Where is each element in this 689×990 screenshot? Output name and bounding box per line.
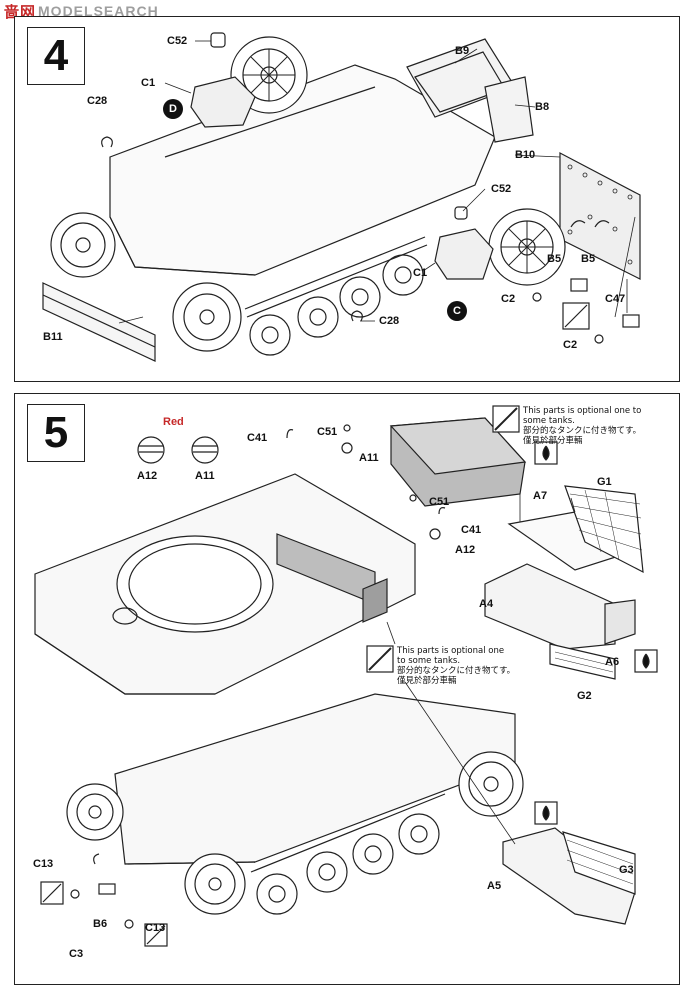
note-en2: some tanks. [523,416,575,426]
part-label-a7: A7 [533,490,548,502]
part-label-c1-right: C1 [413,267,428,279]
optional-note-middle: This parts is optional one to some tanks… [397,646,515,686]
part-label-a5: A5 [487,880,502,892]
part-label-c2: C2 [501,293,516,305]
part-label-c1: C1 [141,77,156,89]
part-label-c51-mid: C51 [429,496,450,508]
part-label-b9: B9 [455,45,470,57]
part-label-c52: C52 [167,35,188,47]
color-callout-red: Red [163,416,184,428]
part-label-c13-lower: C13 [145,922,166,934]
part-label-a6: A6 [605,656,620,668]
step-number: 5 [27,404,85,462]
watermark: 啬网 MODELSEARCH [4,2,159,21]
part-label-b6: B6 [93,918,108,930]
part-label-a4: A4 [479,598,494,610]
part-label-a11: A11 [195,470,215,482]
optional-note-top: This parts is optional one to some tanks… [523,406,641,446]
part-label-c28: C28 [87,95,108,107]
part-label-g1: G1 [597,476,612,488]
part-label-c52-right: C52 [491,183,512,195]
part-label-b11: B11 [43,331,63,343]
part-label-c41-mid: C41 [461,524,482,536]
note-en2: to some tanks. [397,656,461,666]
part-label-g3: G3 [619,864,634,876]
part-label-b5-right: B5 [581,253,596,265]
part-label-a11-box: A11 [359,452,379,464]
part-label-a12: A12 [137,470,158,482]
note-jp: 部分的なタンクに付き物てす。 [397,666,516,676]
part-label-b8: B8 [535,101,550,113]
part-label-c47: C47 [605,293,626,305]
part-label-c13: C13 [33,858,54,870]
part-label-c28-lower: C28 [379,315,400,327]
part-label-c3: C3 [69,948,84,960]
part-label-c51: C51 [317,426,338,438]
note-cn: 僅見於部分車輛 [523,436,583,446]
callout-d: D [163,99,183,119]
note-en: This parts is optional one to [523,406,642,416]
step-5-panel: 5 Red A12 A11 C41 C51 A11 A7 G1 C51 C41 … [14,393,680,985]
part-label-b5-left: B5 [547,253,562,265]
note-jp: 部分的なタンクに付き物てす。 [523,426,642,436]
part-label-b10: B10 [515,149,536,161]
step-4-panel: 4 C52 C1 D C28 B9 B8 B10 C52 C1 C B5 B5 … [14,16,680,382]
part-label-a12-mid: A12 [455,544,476,556]
callout-c: C [447,301,467,321]
watermark-en: MODELSEARCH [38,3,159,19]
step-number: 4 [27,27,85,85]
note-en: This parts is optional one [397,646,505,656]
part-label-c2-lower: C2 [563,339,578,351]
note-cn: 僅見於部分車輛 [397,676,457,686]
step-5-drawing [34,405,658,947]
part-label-c41: C41 [247,432,268,444]
part-label-g2: G2 [577,690,592,702]
step-4-drawing [42,32,641,362]
